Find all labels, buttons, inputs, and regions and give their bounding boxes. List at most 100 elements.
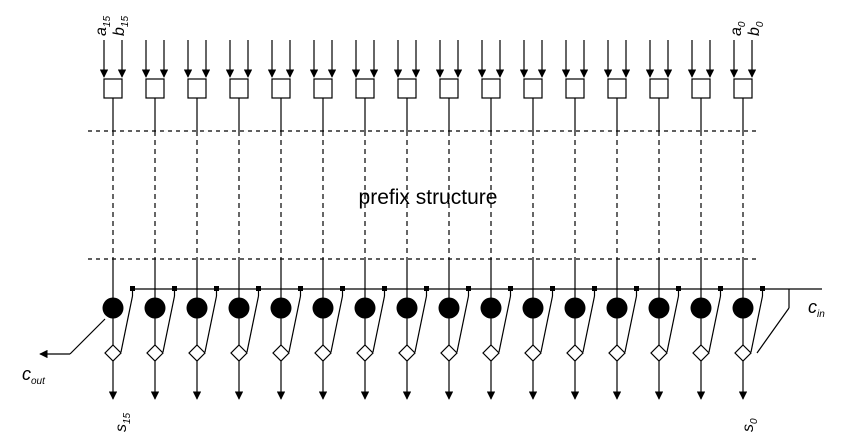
s0-label: s0 (740, 418, 760, 432)
carry-node (564, 297, 586, 319)
sum-diamond (692, 344, 710, 362)
propagate-diagonal (498, 295, 512, 353)
propagate-diagonal (288, 295, 302, 353)
bit-column (561, 40, 597, 400)
propagate-diagonal (456, 295, 470, 353)
preprocess-box (691, 78, 711, 99)
sum-diamond (104, 344, 122, 362)
bit-column (309, 40, 345, 400)
propagate-diagonal (582, 295, 596, 353)
sum-diamond (482, 344, 500, 362)
carry-node (606, 297, 628, 319)
cout-label: cout (22, 364, 46, 387)
structure-lines (39, 130, 822, 359)
propagate-diagonal (414, 295, 428, 353)
preprocess-box (187, 78, 207, 99)
bit-column (351, 40, 387, 400)
carry-node (228, 297, 250, 319)
propagate-diagonal (624, 295, 638, 353)
bus-tap (382, 286, 387, 291)
bit-column (477, 40, 513, 400)
propagate-diagonal (750, 295, 764, 353)
preprocess-box (607, 78, 627, 99)
bus-tap (508, 286, 513, 291)
sum-diamond (146, 344, 164, 362)
bit-column (729, 40, 765, 400)
propagate-diagonal (162, 295, 176, 353)
propagate-diagonal (708, 295, 722, 353)
preprocess-box (523, 78, 543, 99)
sum-diamond (524, 344, 542, 362)
bus-tap (634, 286, 639, 291)
preprocess-box (733, 78, 753, 99)
propagate-diagonal (120, 295, 134, 353)
bit-column (645, 40, 681, 400)
cin-label: cin (808, 297, 825, 320)
prefix-structure-title: prefix structure (359, 186, 498, 209)
preprocess-box (355, 78, 375, 99)
carry-node (270, 297, 292, 319)
sum-diamond (314, 344, 332, 362)
carry-node (396, 297, 418, 319)
bit-column (183, 40, 219, 400)
carry-node (690, 297, 712, 319)
preprocess-box (565, 78, 585, 99)
propagate-diagonal (246, 295, 260, 353)
bus-tap (466, 286, 471, 291)
bus-tap (676, 286, 681, 291)
cin-to-sum-wire (756, 307, 790, 354)
bit-column (141, 40, 177, 400)
preprocess-box (229, 78, 249, 99)
bus-tap (760, 286, 765, 291)
propagate-diagonal (666, 295, 680, 353)
bit-column (603, 40, 639, 400)
sum-diamond (734, 344, 752, 362)
sum-diamond (398, 344, 416, 362)
preprocess-box (439, 78, 459, 99)
b15-label: b15 (111, 16, 131, 36)
sum-diamond (272, 344, 290, 362)
s15-label: s15 (113, 412, 133, 432)
bus-tap (592, 286, 597, 291)
bus-tap (340, 286, 345, 291)
cout-wire (69, 318, 106, 355)
preprocess-box (103, 78, 123, 99)
sum-diamond (608, 344, 626, 362)
bit-column (687, 40, 723, 400)
bus-tap (718, 286, 723, 291)
preprocess-box (649, 78, 669, 99)
bit-column (393, 40, 429, 400)
bit-columns (99, 40, 765, 400)
carry-node (438, 297, 460, 319)
preprocess-box (481, 78, 501, 99)
bus-tap (298, 286, 303, 291)
sum-diamond (356, 344, 374, 362)
a15-label: a15 (93, 16, 113, 36)
carry-node (648, 297, 670, 319)
carry-node (522, 297, 544, 319)
bit-column (519, 40, 555, 400)
propagate-diagonal (204, 295, 218, 353)
bus-tap (550, 286, 555, 291)
sum-diamond (440, 344, 458, 362)
sum-diamond (188, 344, 206, 362)
carry-node (144, 297, 166, 319)
bit-column (225, 40, 261, 400)
preprocess-box (397, 78, 417, 99)
carry-node (312, 297, 334, 319)
bus-tap (172, 286, 177, 291)
propagate-diagonal (540, 295, 554, 353)
b0-label: b0 (746, 21, 766, 36)
a0-label: a0 (728, 21, 748, 36)
sum-diamond (566, 344, 584, 362)
carry-node (354, 297, 376, 319)
preprocess-box (145, 78, 165, 99)
preprocess-box (313, 78, 333, 99)
sum-diamond (650, 344, 668, 362)
carry-node (732, 297, 754, 319)
bus-tap (256, 286, 261, 291)
bit-column (435, 40, 471, 400)
carry-node (186, 297, 208, 319)
propagate-diagonal (330, 295, 344, 353)
